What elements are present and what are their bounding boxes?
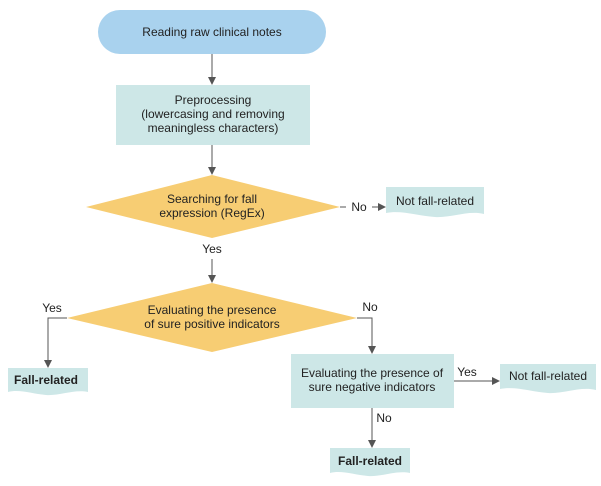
fall-related-doc-left: Fall-related <box>8 368 88 396</box>
negative-indicators-line-1: Evaluating the presence of <box>301 366 444 380</box>
fall-related-doc-bottom: Fall-related <box>330 448 410 477</box>
edge-label-positive-no: No <box>362 300 378 314</box>
arrow-positive-yes <box>44 317 67 368</box>
start-shape <box>98 10 326 54</box>
edge-label-negative-yes: Yes <box>457 365 477 379</box>
start-label: Reading raw clinical notes <box>142 25 281 39</box>
search-decision-node: Searching for fall expression (RegEx) <box>86 175 340 238</box>
negative-indicators-node: Evaluating the presence of sure negative… <box>291 354 454 408</box>
preprocessing-line-3: meaningless characters) <box>148 121 279 135</box>
preprocessing-line-2: (lowercasing and removing <box>141 107 284 121</box>
arrow-positive-no <box>357 317 376 354</box>
edge-label-search-no: No <box>351 200 367 214</box>
positive-decision-line-1: Evaluating the presence <box>148 303 277 317</box>
positive-decision-node: Evaluating the presence of sure positive… <box>67 283 357 352</box>
not-fall-related-label-2: Not fall-related <box>509 369 587 383</box>
fall-related-doc-bottom-shape <box>330 448 410 477</box>
not-fall-related-label-1: Not fall-related <box>396 194 474 208</box>
not-fall-related-doc-2: Not fall-related <box>500 364 596 394</box>
negative-indicators-line-2: sure negative indicators <box>309 380 436 394</box>
negative-indicators-shape <box>291 354 454 408</box>
not-fall-related-doc-1: Not fall-related <box>386 187 484 218</box>
search-decision-line-2: expression (RegEx) <box>159 206 264 220</box>
start-node: Reading raw clinical notes <box>98 10 326 54</box>
fall-related-label-left: Fall-related <box>14 373 78 387</box>
edge-label-positive-yes: Yes <box>42 301 62 315</box>
preprocessing-shape <box>116 85 310 145</box>
positive-decision-shape <box>67 283 357 352</box>
edge-label-negative-no: No <box>376 411 392 425</box>
search-decision-shape <box>86 175 340 238</box>
fall-related-doc-left-shape <box>8 368 88 396</box>
not-fall-related-doc-1-shape <box>386 187 484 218</box>
fall-related-label-bottom: Fall-related <box>338 454 402 468</box>
not-fall-related-doc-2-shape <box>500 364 596 394</box>
preprocessing-line-1: Preprocessing <box>175 93 252 107</box>
search-decision-line-1: Searching for fall <box>167 192 257 206</box>
preprocessing-node: Preprocessing (lowercasing and removing … <box>116 85 310 145</box>
edge-label-search-yes: Yes <box>202 242 222 256</box>
connectors <box>44 54 500 448</box>
positive-decision-line-2: of sure positive indicators <box>144 317 279 331</box>
edge-labels: No Yes Yes No Yes No <box>42 200 477 425</box>
